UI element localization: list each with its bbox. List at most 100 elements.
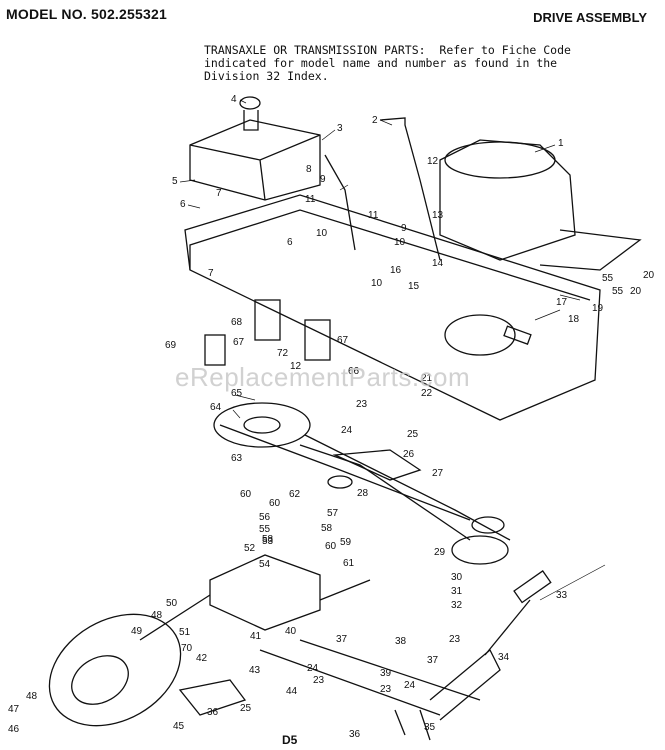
watermark: eReplacementParts.com bbox=[175, 362, 471, 392]
trans-pulley-small bbox=[471, 516, 505, 534]
brake-arm bbox=[178, 679, 247, 716]
callout-35: 35 bbox=[424, 722, 436, 733]
callout-56: 56 bbox=[259, 512, 271, 523]
callout-33: 33 bbox=[556, 590, 568, 601]
callout-64: 64 bbox=[210, 402, 222, 413]
callout-12: 12 bbox=[427, 156, 439, 167]
frame-hole bbox=[444, 314, 516, 356]
callout-17: 17 bbox=[556, 297, 568, 308]
callout-13: 13 bbox=[432, 210, 444, 221]
main-pulley-hub bbox=[243, 416, 281, 434]
callout-9: 9 bbox=[320, 174, 326, 185]
section-title: DRIVE ASSEMBLY bbox=[533, 10, 647, 25]
callout-54: 54 bbox=[259, 559, 271, 570]
callout-6: 6 bbox=[180, 199, 186, 210]
transaxle-note: TRANSAXLE OR TRANSMISSION PARTS: Refer t… bbox=[204, 44, 654, 83]
engine-base bbox=[539, 229, 642, 271]
rear-wheel bbox=[48, 613, 182, 727]
callout-23: 23 bbox=[356, 399, 368, 410]
callout-43: 43 bbox=[249, 665, 261, 676]
callout-2: 2 bbox=[372, 115, 378, 126]
callout-42: 42 bbox=[196, 653, 208, 664]
callout-26: 26 bbox=[403, 449, 415, 460]
transaxle bbox=[209, 554, 321, 631]
main-pulley bbox=[213, 402, 311, 448]
callout-10c: 10 bbox=[371, 278, 383, 289]
callout-47: 47 bbox=[8, 704, 20, 715]
callout-37: 37 bbox=[336, 634, 348, 645]
callout-4: 4 bbox=[231, 94, 237, 105]
callout-45: 45 bbox=[173, 721, 185, 732]
callout-25b: 25 bbox=[240, 703, 252, 714]
callout-48b: 48 bbox=[151, 610, 163, 621]
page-code: D5 bbox=[282, 733, 298, 747]
trans-pulley bbox=[451, 535, 509, 565]
callout-18: 18 bbox=[568, 314, 580, 325]
callout-32: 32 bbox=[451, 600, 463, 611]
callout-31: 31 bbox=[451, 586, 463, 597]
callout-58: 58 bbox=[321, 523, 333, 534]
callout-23b: 23 bbox=[449, 634, 461, 645]
callout-65: 65 bbox=[231, 388, 243, 399]
callout-22: 22 bbox=[421, 388, 433, 399]
callout-27: 27 bbox=[432, 468, 444, 479]
callout-60: 60 bbox=[269, 498, 281, 509]
callout-39: 39 bbox=[380, 668, 392, 679]
callout-36b: 36 bbox=[349, 729, 361, 740]
callout-30: 30 bbox=[451, 572, 463, 583]
callout-61: 61 bbox=[343, 558, 355, 569]
callout-55: 55 bbox=[259, 524, 271, 535]
idler-pulley bbox=[327, 475, 353, 489]
callout-40: 40 bbox=[285, 626, 297, 637]
drive-belt bbox=[219, 424, 511, 541]
callout-68: 68 bbox=[231, 317, 243, 328]
bracket-69 bbox=[204, 334, 226, 366]
callout-14: 14 bbox=[432, 258, 444, 269]
callout-12b: 12 bbox=[290, 361, 302, 372]
callout-19: 19 bbox=[592, 303, 604, 314]
callout-51: 51 bbox=[179, 627, 191, 638]
callout-69: 69 bbox=[165, 340, 177, 351]
callout-63: 63 bbox=[231, 453, 243, 464]
lower-rod bbox=[394, 709, 431, 741]
callout-72: 72 bbox=[277, 348, 289, 359]
note-line-1: TRANSAXLE OR TRANSMISSION PARTS: Refer t… bbox=[204, 43, 571, 57]
callout-11: 11 bbox=[305, 194, 316, 205]
callout-53: 53 bbox=[262, 536, 274, 547]
idler-arm bbox=[332, 449, 422, 481]
callout-20b: 20 bbox=[630, 286, 642, 297]
callout-5: 5 bbox=[172, 176, 178, 187]
bracket-68 bbox=[254, 299, 281, 341]
steering-bar bbox=[324, 154, 356, 251]
note-line-3: Division 32 Index. bbox=[204, 69, 329, 83]
note-line-2: indicated for model name and number as f… bbox=[204, 56, 558, 70]
callout-67: 67 bbox=[233, 337, 245, 348]
transaxle-axle bbox=[139, 579, 371, 641]
callout-7: 7 bbox=[216, 188, 222, 199]
pedal-shaft bbox=[429, 648, 501, 721]
frame-slot bbox=[503, 325, 532, 345]
callout-8: 8 bbox=[306, 164, 312, 175]
callout-38: 38 bbox=[395, 636, 407, 647]
engine bbox=[439, 139, 576, 261]
wheel-rim bbox=[71, 655, 129, 705]
callout-24c: 24 bbox=[404, 680, 416, 691]
callout-44: 44 bbox=[286, 686, 298, 697]
callout-15: 15 bbox=[408, 281, 420, 292]
bracket-67 bbox=[304, 319, 331, 361]
fuel-cap bbox=[239, 96, 261, 110]
callout-52: 52 bbox=[244, 543, 256, 554]
callout-21: 21 bbox=[421, 373, 433, 384]
belt-return bbox=[299, 444, 471, 541]
engine-top bbox=[444, 141, 556, 179]
callout-24b: 24 bbox=[307, 663, 319, 674]
callout-49: 49 bbox=[131, 626, 143, 637]
callout-24: 24 bbox=[341, 425, 353, 436]
clutch-rod bbox=[259, 639, 481, 716]
callout-67b: 67 bbox=[337, 335, 349, 346]
callout-55c: 55 bbox=[612, 286, 624, 297]
callout-55b: 55 bbox=[602, 273, 614, 284]
callout-7b: 7 bbox=[208, 268, 214, 279]
callout-37b: 37 bbox=[427, 655, 439, 666]
